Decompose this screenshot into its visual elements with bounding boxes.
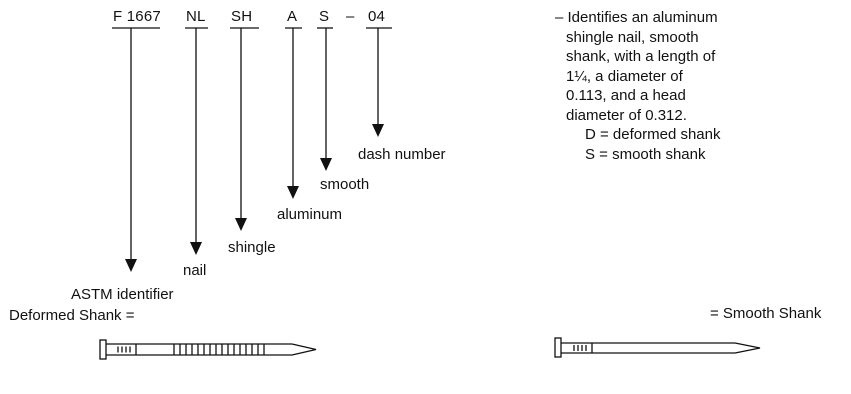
arrow-nail <box>190 242 202 255</box>
smooth-shank-label: = Smooth Shank <box>710 305 822 322</box>
legend-smooth: S = smooth shank <box>585 145 706 163</box>
label-shingle: shingle <box>228 239 276 256</box>
description-line: – Identifies an aluminum <box>555 9 718 26</box>
arrow-smooth <box>320 158 332 171</box>
description-line: shingle nail, smooth <box>566 28 699 46</box>
code-dash: 04 <box>368 8 386 25</box>
code-astm: F 1667 <box>113 8 161 25</box>
description-line: 1¼, a diameter of <box>566 67 683 85</box>
smooth-nail-drawing <box>554 337 761 358</box>
code-shingle: SH <box>231 8 253 25</box>
code-separator: – <box>346 8 355 25</box>
code-smooth: S <box>319 8 330 25</box>
description-line: 0.113, and a head <box>566 87 686 104</box>
label-astm-identifier: ASTM identifier <box>71 286 174 303</box>
description-line: shank, with a length of <box>566 48 716 65</box>
arrow-dash <box>372 124 384 137</box>
label-smooth: smooth <box>320 176 370 193</box>
code-nail: NL <box>186 8 206 25</box>
code-aluminum: A <box>287 8 298 25</box>
label-nail: nail <box>183 262 207 279</box>
label-dash-number: dash number <box>358 146 446 163</box>
arrow-aluminum <box>287 186 299 199</box>
arrow-shingle <box>235 218 247 231</box>
arrow-astm <box>125 259 137 272</box>
description-line: diameter of 0.312. <box>566 106 687 124</box>
description-block: – Identifies an aluminum shingle nail, s… <box>555 8 721 164</box>
legend-deformed: D = deformed shank <box>585 126 721 143</box>
label-aluminum: aluminum <box>277 206 343 223</box>
deformed-nail-drawing <box>99 339 317 360</box>
deformed-shank-label: Deformed Shank = <box>9 307 135 324</box>
